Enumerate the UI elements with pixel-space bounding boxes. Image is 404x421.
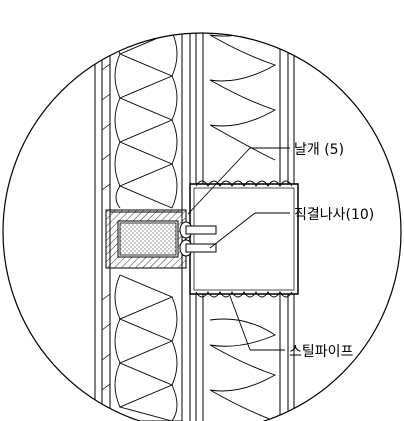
callout-pipe-label: 스틸파이프 [289, 344, 354, 360]
detail-circle [2, 32, 402, 421]
callout-leaders [187, 147, 290, 351]
callout-screw-label: 직결나사(10) [294, 207, 374, 223]
insulation-zigzag-lower-left [118, 274, 174, 421]
insulation-upper-left [109, 33, 183, 213]
insulation-lower-left [109, 267, 183, 421]
screw-assembly [179, 221, 217, 257]
steel-pipe [189, 180, 299, 298]
insulation-lower-right [209, 318, 277, 421]
insulation-zigzag-upper-left [118, 33, 174, 209]
insulation-upper-right [209, 33, 277, 161]
callout-wing-label: 날개 (5) [294, 142, 344, 158]
frame-block [105, 209, 187, 269]
